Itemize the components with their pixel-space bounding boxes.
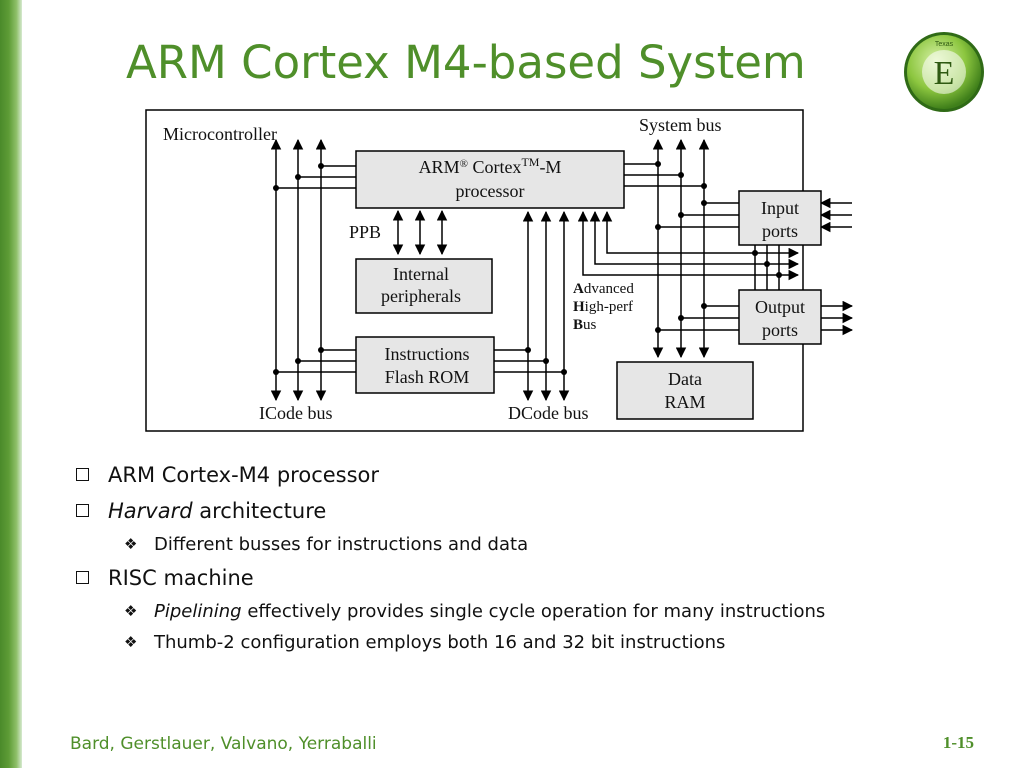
bullet-item: Harvard architecture xyxy=(70,498,1000,524)
output-ports-box xyxy=(738,289,822,345)
ahb-label-line2: High-perf xyxy=(573,299,633,315)
output-ports-label-line1: Output xyxy=(755,297,805,317)
input-ports-label-line2: ports xyxy=(762,221,798,241)
footer-authors: Bard, Gerstlauer, Valvano, Yerraballi xyxy=(70,734,377,754)
data-ram-box xyxy=(616,361,754,420)
icode-bus-label: ICode bus xyxy=(259,403,333,423)
sub-bullet-item: ❖ Different busses for instructions and … xyxy=(124,534,529,555)
diamond-bullet-icon: ❖ xyxy=(124,535,138,553)
flash-rom-label-line1: Instructions xyxy=(385,344,470,364)
sub-bullet-item: ❖ Thumb-2 configuration employs both 16 … xyxy=(124,632,726,653)
page-number: 1-15 xyxy=(942,733,974,752)
left-accent-bar xyxy=(0,0,22,768)
flash-rom-box xyxy=(355,336,495,394)
ahb-bus-line xyxy=(577,210,800,281)
diamond-bullet-icon: ❖ xyxy=(124,602,138,620)
bullet-item: ARM Cortex-M4 processor xyxy=(70,462,1000,488)
system-bus-label: System bus xyxy=(639,115,722,135)
dcode-bus-label: DCode bus xyxy=(508,403,589,423)
input-ports-box xyxy=(738,190,822,246)
output-ports-label-line2: ports xyxy=(762,320,798,340)
diamond-bullet-icon: ❖ xyxy=(124,633,138,651)
square-bullet-icon xyxy=(76,571,89,584)
square-bullet-icon xyxy=(76,468,89,481)
square-bullet-icon xyxy=(76,504,89,517)
microcontroller-label: Microcontroller xyxy=(163,124,277,144)
ahb-label-line1: Advanced xyxy=(573,281,634,297)
internal-peripherals-label-line1: Internal xyxy=(393,264,449,284)
flash-rom-label-line2: Flash ROM xyxy=(385,367,470,387)
svg-text:Texas: Texas xyxy=(935,41,954,48)
processor-label-line1: ARM® CortexTM-M xyxy=(419,155,562,177)
processor-label-line2: processor xyxy=(456,181,525,201)
data-ram-label-line2: RAM xyxy=(664,392,705,412)
internal-peripherals-box xyxy=(355,258,493,314)
embedded-systems-logo-icon: E Texas xyxy=(904,32,984,112)
processor-box xyxy=(355,150,625,209)
internal-peripherals-label-line2: peripherals xyxy=(381,286,461,306)
input-ports-label-line1: Input xyxy=(761,198,799,218)
svg-text:E: E xyxy=(934,55,955,92)
bullet-list: ARM Cortex-M4 processor Harvard architec… xyxy=(70,462,1000,663)
sub-bullet-item: ❖ Pipelining effectively provides single… xyxy=(124,601,826,622)
bullet-item: RISC machine xyxy=(70,565,1000,591)
slide-title: ARM Cortex M4-based System xyxy=(126,36,806,89)
data-ram-label-line1: Data xyxy=(668,369,702,389)
ahb-label-line3: Bus xyxy=(573,317,597,333)
ppb-label: PPB xyxy=(349,222,381,242)
